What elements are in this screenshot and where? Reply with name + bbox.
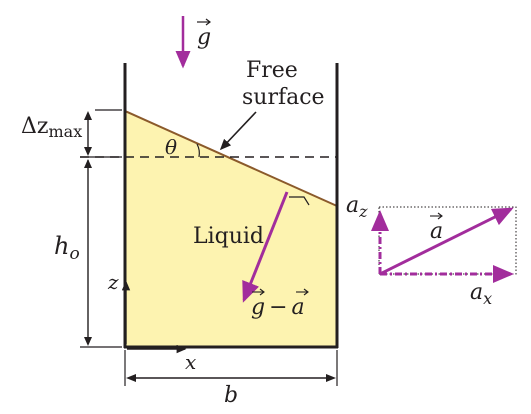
ax-label: ax: [470, 280, 492, 308]
liquid-region: [125, 111, 337, 346]
g-minus-a-vector: [242, 191, 289, 303]
a-vector-tip: [437, 212, 443, 220]
b-arrow-right: [326, 374, 336, 382]
g-vector-tip: [259, 288, 265, 296]
az-label: az: [346, 193, 368, 221]
free-surface-label-2: surface: [242, 85, 325, 110]
liquid-label: Liquid: [193, 224, 264, 249]
dz-arrow-top: [84, 111, 92, 120]
theta-label: θ: [165, 135, 177, 159]
free-surface-line: [124, 110, 338, 207]
ho-arrow-top: [84, 159, 92, 168]
ho-arrow-bottom: [84, 337, 92, 346]
a-vector: [379, 207, 514, 276]
b-arrow-left: [126, 374, 136, 382]
a-vector-tip-2: [303, 288, 309, 296]
b-label: b: [224, 383, 238, 408]
free-surface-leader-arrow: [219, 111, 257, 151]
theta-arc: [196, 143, 200, 158]
free-surface-label-1: Free: [246, 58, 298, 83]
z-axis-label: z: [107, 270, 119, 294]
right-angle-mark: [289, 196, 310, 206]
a-vector-label: a: [430, 219, 443, 244]
dz-arrow-bottom: [84, 147, 92, 156]
dz-max-label: Δzmax: [21, 114, 82, 141]
gravity-label: g: [197, 25, 211, 50]
x-axis-label: x: [185, 350, 196, 374]
gravity-vector-tip: [205, 18, 211, 26]
ho-label: ho: [54, 232, 80, 264]
g-minus-a-label: g−a: [251, 295, 305, 320]
